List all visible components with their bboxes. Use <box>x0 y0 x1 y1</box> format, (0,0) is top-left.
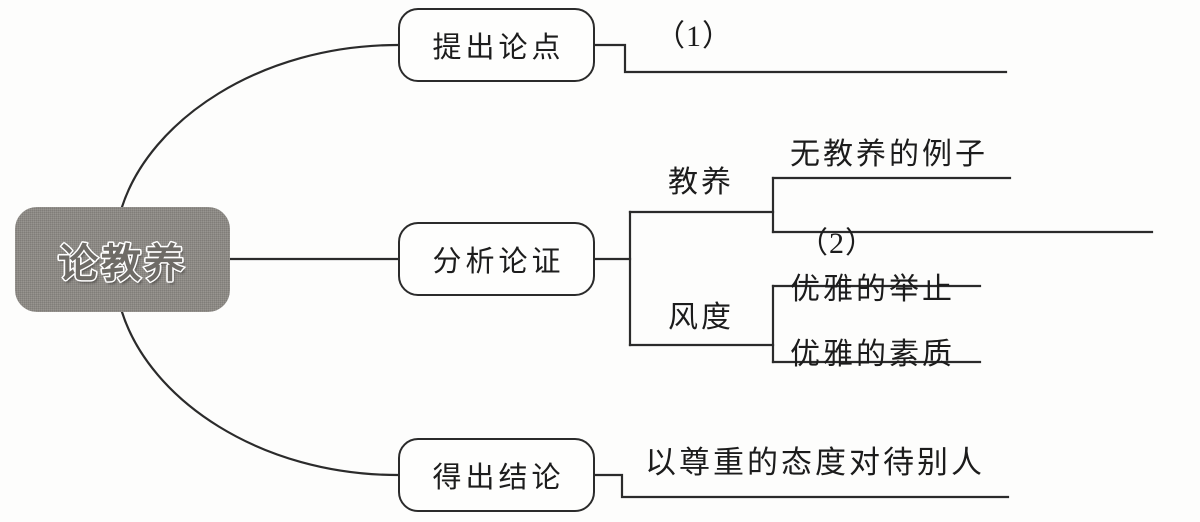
branch-label-analysis: 分析论证 <box>432 246 565 278</box>
subbranch-label-jiaoyang: 教养 <box>668 166 734 199</box>
leaf-label-bad-manners-example: 无教养的例子 <box>790 138 988 171</box>
edge-root-to-conclusion <box>120 310 400 477</box>
blank-placeholder-1[interactable]: （1） <box>655 20 733 53</box>
leaf-label-elegant-quality: 优雅的素质 <box>790 338 955 371</box>
subbranch-label-fengdu: 风度 <box>668 301 734 334</box>
leaf-label-elegant-manner: 优雅的举止 <box>790 273 955 306</box>
blank-placeholder-2[interactable]: （2） <box>798 227 876 260</box>
edge-root-to-thesis <box>120 43 400 209</box>
root-node-label: 论教养 <box>57 239 187 286</box>
root-node[interactable]: 论教养 <box>15 207 230 312</box>
branch-node-conclusion[interactable]: 得出结论 <box>398 438 595 512</box>
branch-label-conclusion: 得出结论 <box>432 462 565 494</box>
branch-node-analysis[interactable]: 分析论证 <box>398 222 595 296</box>
branch-label-thesis: 提出论点 <box>432 32 565 64</box>
leaf-label-respect-others: 以尊重的态度对待别人 <box>645 445 985 480</box>
branch-node-thesis[interactable]: 提出论点 <box>398 8 595 82</box>
